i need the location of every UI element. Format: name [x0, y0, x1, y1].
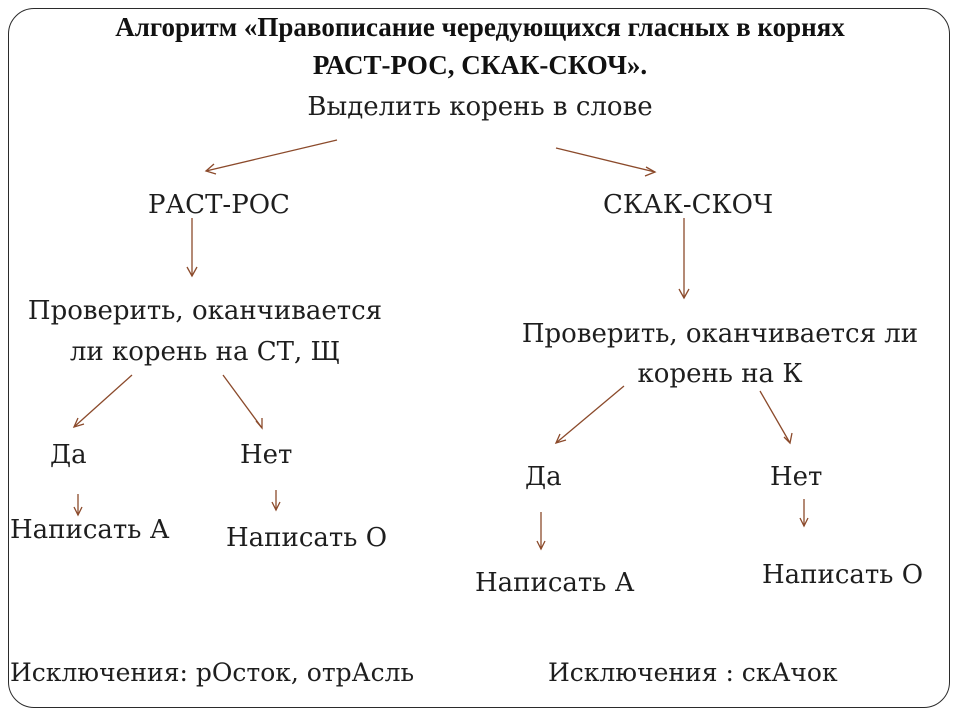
title-line-2: РАСТ-РОС, СКАК-СКОЧ». [312, 50, 648, 80]
arrowhead-left-yes [72, 417, 85, 429]
arrowhead-left-no [255, 418, 263, 430]
left-yes-label: Да [50, 440, 87, 470]
title-line-1: Алгоритм «Правописание чередующихся глас… [115, 12, 845, 42]
right-no-result: Написать О [762, 560, 924, 590]
left-yes-result: Написать А [10, 515, 170, 545]
right-no-label: Нет [770, 462, 823, 492]
right-yes-label: Да [525, 462, 562, 492]
left-question-line-1: Проверить, оканчивается [27, 296, 383, 326]
arrow-root-right [555, 147, 656, 173]
left-no-result: Написать О [226, 523, 388, 553]
arrow-root-left [205, 139, 338, 172]
arrowhead-right-no [783, 432, 793, 445]
arrow-right-no [759, 390, 791, 444]
arrowhead-right-yes-result [536, 540, 546, 551]
right-question-line-2: корень на К [637, 359, 803, 389]
arrowhead-left-down [186, 266, 198, 278]
left-exceptions: Исключения: рОсток, отрАсль [10, 658, 415, 687]
arrowhead-right-no-result [799, 517, 809, 528]
right-branch-label: СКАК-СКОЧ [603, 190, 774, 220]
root-step: Выделить корень в слове [307, 92, 653, 122]
right-question-line-1: Проверить, оканчивается ли [521, 319, 919, 349]
arrowhead-root-left [204, 163, 217, 175]
arrowhead-right-down [678, 288, 690, 300]
left-no-label: Нет [240, 440, 293, 470]
left-branch-label: РАСТ-РОС [148, 190, 290, 220]
arrow-left-no [222, 374, 263, 429]
arrowhead-left-yes-result [73, 506, 83, 517]
slide-frame [8, 8, 950, 708]
arrowhead-left-no-result [271, 501, 281, 512]
arrowhead-root-right [644, 166, 657, 177]
right-exceptions: Исключения : скАчок [548, 658, 838, 687]
arrowhead-right-yes [554, 433, 567, 445]
arrow-right-yes [555, 385, 625, 444]
right-yes-result: Написать А [475, 568, 635, 598]
left-question-line-2: ли корень на СТ, Щ [69, 337, 341, 367]
arrow-left-yes [73, 374, 133, 428]
